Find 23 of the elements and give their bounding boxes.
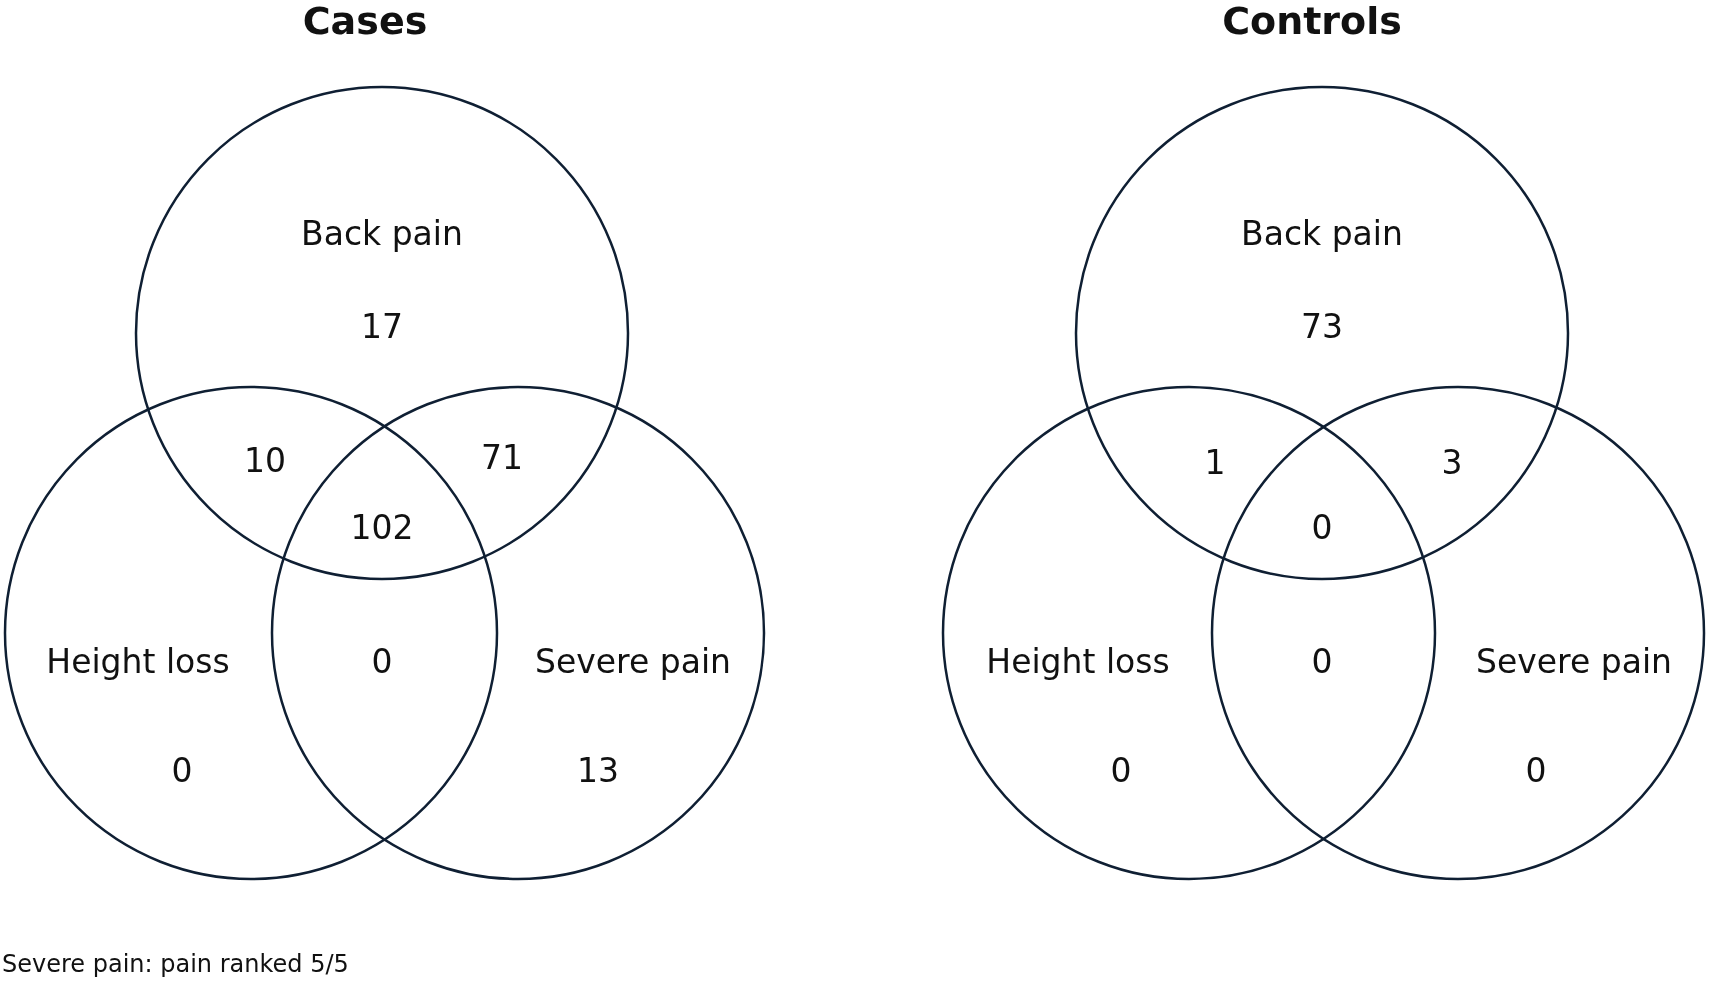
count-label: 0 xyxy=(1311,509,1333,547)
panel-title: Cases xyxy=(302,1,428,43)
count-label: 17 xyxy=(361,308,403,346)
panel-title: Controls xyxy=(1222,1,1402,43)
set-label: Severe pain xyxy=(535,643,731,681)
count-label: 0 xyxy=(171,752,193,790)
count-label: 71 xyxy=(481,439,523,477)
count-label: 0 xyxy=(1525,752,1547,790)
set-label: Back pain xyxy=(1241,215,1403,253)
count-label: 0 xyxy=(1110,752,1132,790)
set-label: Back pain xyxy=(301,215,463,253)
count-label: 10 xyxy=(244,442,286,480)
footnote: Severe pain: pain ranked 5/5 xyxy=(2,950,349,978)
set-label: Height loss xyxy=(46,643,230,681)
count-label: 102 xyxy=(350,509,414,547)
set-label: Severe pain xyxy=(1476,643,1672,681)
set-label: Height loss xyxy=(986,643,1170,681)
count-label: 0 xyxy=(1311,643,1333,681)
count-label: 1 xyxy=(1204,444,1226,482)
count-label: 13 xyxy=(577,752,619,790)
count-label: 3 xyxy=(1441,444,1463,482)
count-label: 73 xyxy=(1301,308,1343,346)
count-label: 0 xyxy=(371,643,393,681)
